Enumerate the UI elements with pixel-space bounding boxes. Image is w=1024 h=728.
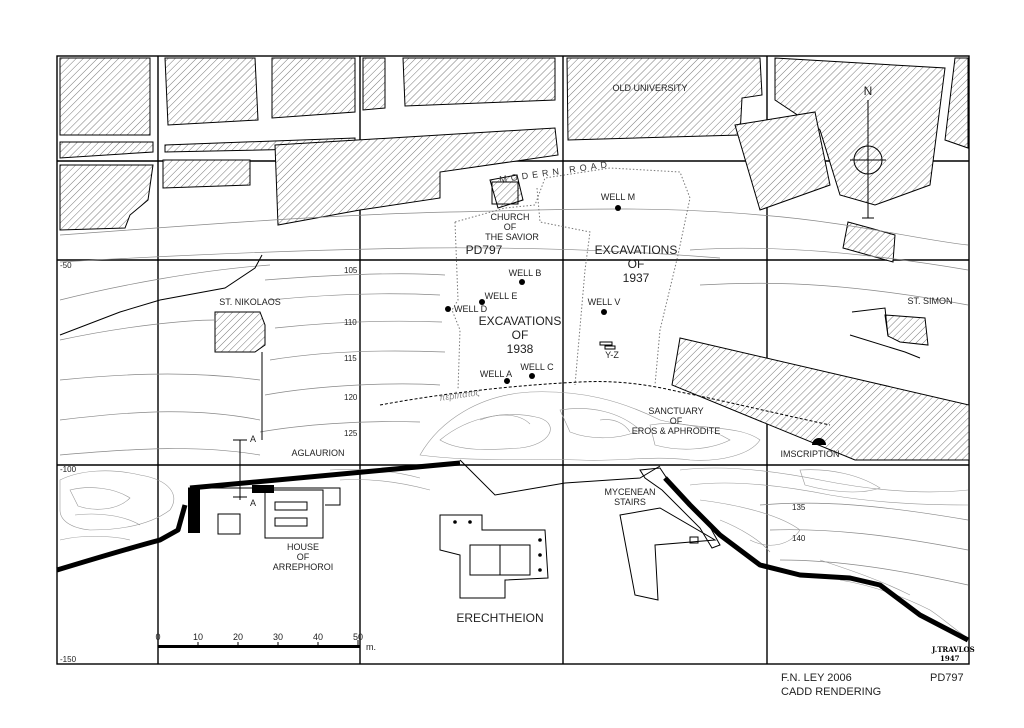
label-exc1938-1: EXCAVATIONS (479, 314, 562, 328)
erechtheion-plan (439, 514, 549, 599)
label-sanctuary-1: SANCTUARY (648, 406, 703, 416)
label-well-d: WELL D (454, 304, 488, 314)
rock-outcrops (59, 391, 969, 639)
well-m-marker (615, 205, 621, 211)
label-inscription: IMSCRIPTION (780, 449, 839, 459)
well-c-marker (529, 373, 535, 379)
footer-plate: PD797 (930, 672, 964, 684)
scale-tick-40: 40 (313, 632, 323, 642)
well-v-marker (601, 309, 607, 315)
well-e-marker (479, 299, 485, 305)
label-church-2: OF (504, 222, 517, 232)
fortification-walls (56, 254, 970, 643)
label-aglaurion: AGLAURION (291, 448, 344, 458)
grid-label-minus-150: -150 (60, 655, 77, 664)
mycenean-stairs (619, 467, 721, 601)
well-d-marker (445, 306, 451, 312)
label-peripatos: περίπατος (439, 387, 481, 403)
label-mycenean-1: MYCENEAN (604, 487, 655, 497)
label-house-3: ARREPHOROI (273, 562, 334, 572)
label-old-university: OLD UNIVERSITY (612, 83, 687, 93)
scale-tick-10: 10 (193, 632, 203, 642)
label-well-v: WELL V (588, 297, 621, 307)
scale-bar (157, 640, 360, 648)
contour-lines (59, 208, 969, 586)
well-a-marker (504, 378, 510, 384)
label-church-3: THE SAVIOR (485, 232, 539, 242)
scale-tick-0: 0 (155, 632, 160, 642)
label-erechtheion: ERECHTHEION (456, 611, 543, 625)
modern-buildings (59, 57, 970, 461)
label-section-a-top: A (250, 434, 256, 444)
north-arrow (850, 100, 886, 219)
label-modern-road: MODERN ROAD (499, 159, 612, 185)
excavation-outlines (451, 167, 691, 391)
grid-label-minus-100: -100 (60, 465, 77, 474)
footer-rendering: CADD RENDERING (781, 686, 881, 698)
contour-label-135: 135 (792, 503, 806, 512)
scale-tick-30: 30 (273, 632, 283, 642)
label-section-a-bottom: A (250, 498, 256, 508)
label-st-nikolaos: ST. NIKOLAOS (219, 297, 281, 307)
church-of-the-savior (491, 181, 519, 205)
label-exc1937-3: 1937 (623, 271, 650, 285)
label-exc1937-1: EXCAVATIONS (595, 243, 678, 257)
label-house-2: OF (297, 552, 310, 562)
label-st-simon: ST. SIMON (907, 296, 952, 306)
label-yz: Y-Z (605, 350, 619, 360)
contour-label-140: 140 (792, 534, 806, 543)
scale-tick-20: 20 (233, 632, 243, 642)
label-well-a: WELL A (480, 369, 512, 379)
well-markers (445, 205, 826, 445)
contour-label-105: 105 (344, 266, 358, 275)
signature-year: 1947 (940, 654, 960, 663)
label-church-1: CHURCH (491, 212, 530, 222)
grid-label-minus-50: -50 (60, 261, 72, 270)
label-exc1938-3: 1938 (507, 342, 534, 356)
label-well-m: WELL M (601, 192, 635, 202)
peripatos-path (379, 381, 831, 426)
label-exc1937-2: OF (628, 257, 645, 271)
section-marker-a (233, 439, 247, 500)
signature-name: J.TRAVLOS (931, 645, 975, 654)
well-b-marker (519, 279, 525, 285)
footer-credit: F.N. LEY 2006 (781, 672, 852, 684)
label-sanctuary-3: EROS & APHRODITE (632, 426, 721, 436)
label-house-1: HOUSE (287, 542, 319, 552)
north-label: N (864, 84, 873, 98)
contour-label-120: 120 (344, 393, 358, 402)
contour-label-115: 115 (344, 354, 357, 363)
label-well-b: WELL B (509, 268, 542, 278)
contour-label-125: 125 (344, 429, 358, 438)
label-pd797-map: PD797 (466, 243, 503, 257)
scale-unit: m. (366, 642, 376, 652)
label-exc1938-2: OF (512, 328, 529, 342)
inscription-marker (812, 438, 826, 445)
label-mycenean-2: STAIRS (614, 497, 646, 507)
label-sanctuary-2: OF (670, 416, 683, 426)
scale-tick-50: 50 (353, 632, 363, 642)
label-well-c: WELL C (520, 362, 554, 372)
house-of-arrephoroi (188, 485, 341, 539)
contour-label-110: 110 (344, 318, 357, 327)
label-well-e: WELL E (485, 291, 518, 301)
